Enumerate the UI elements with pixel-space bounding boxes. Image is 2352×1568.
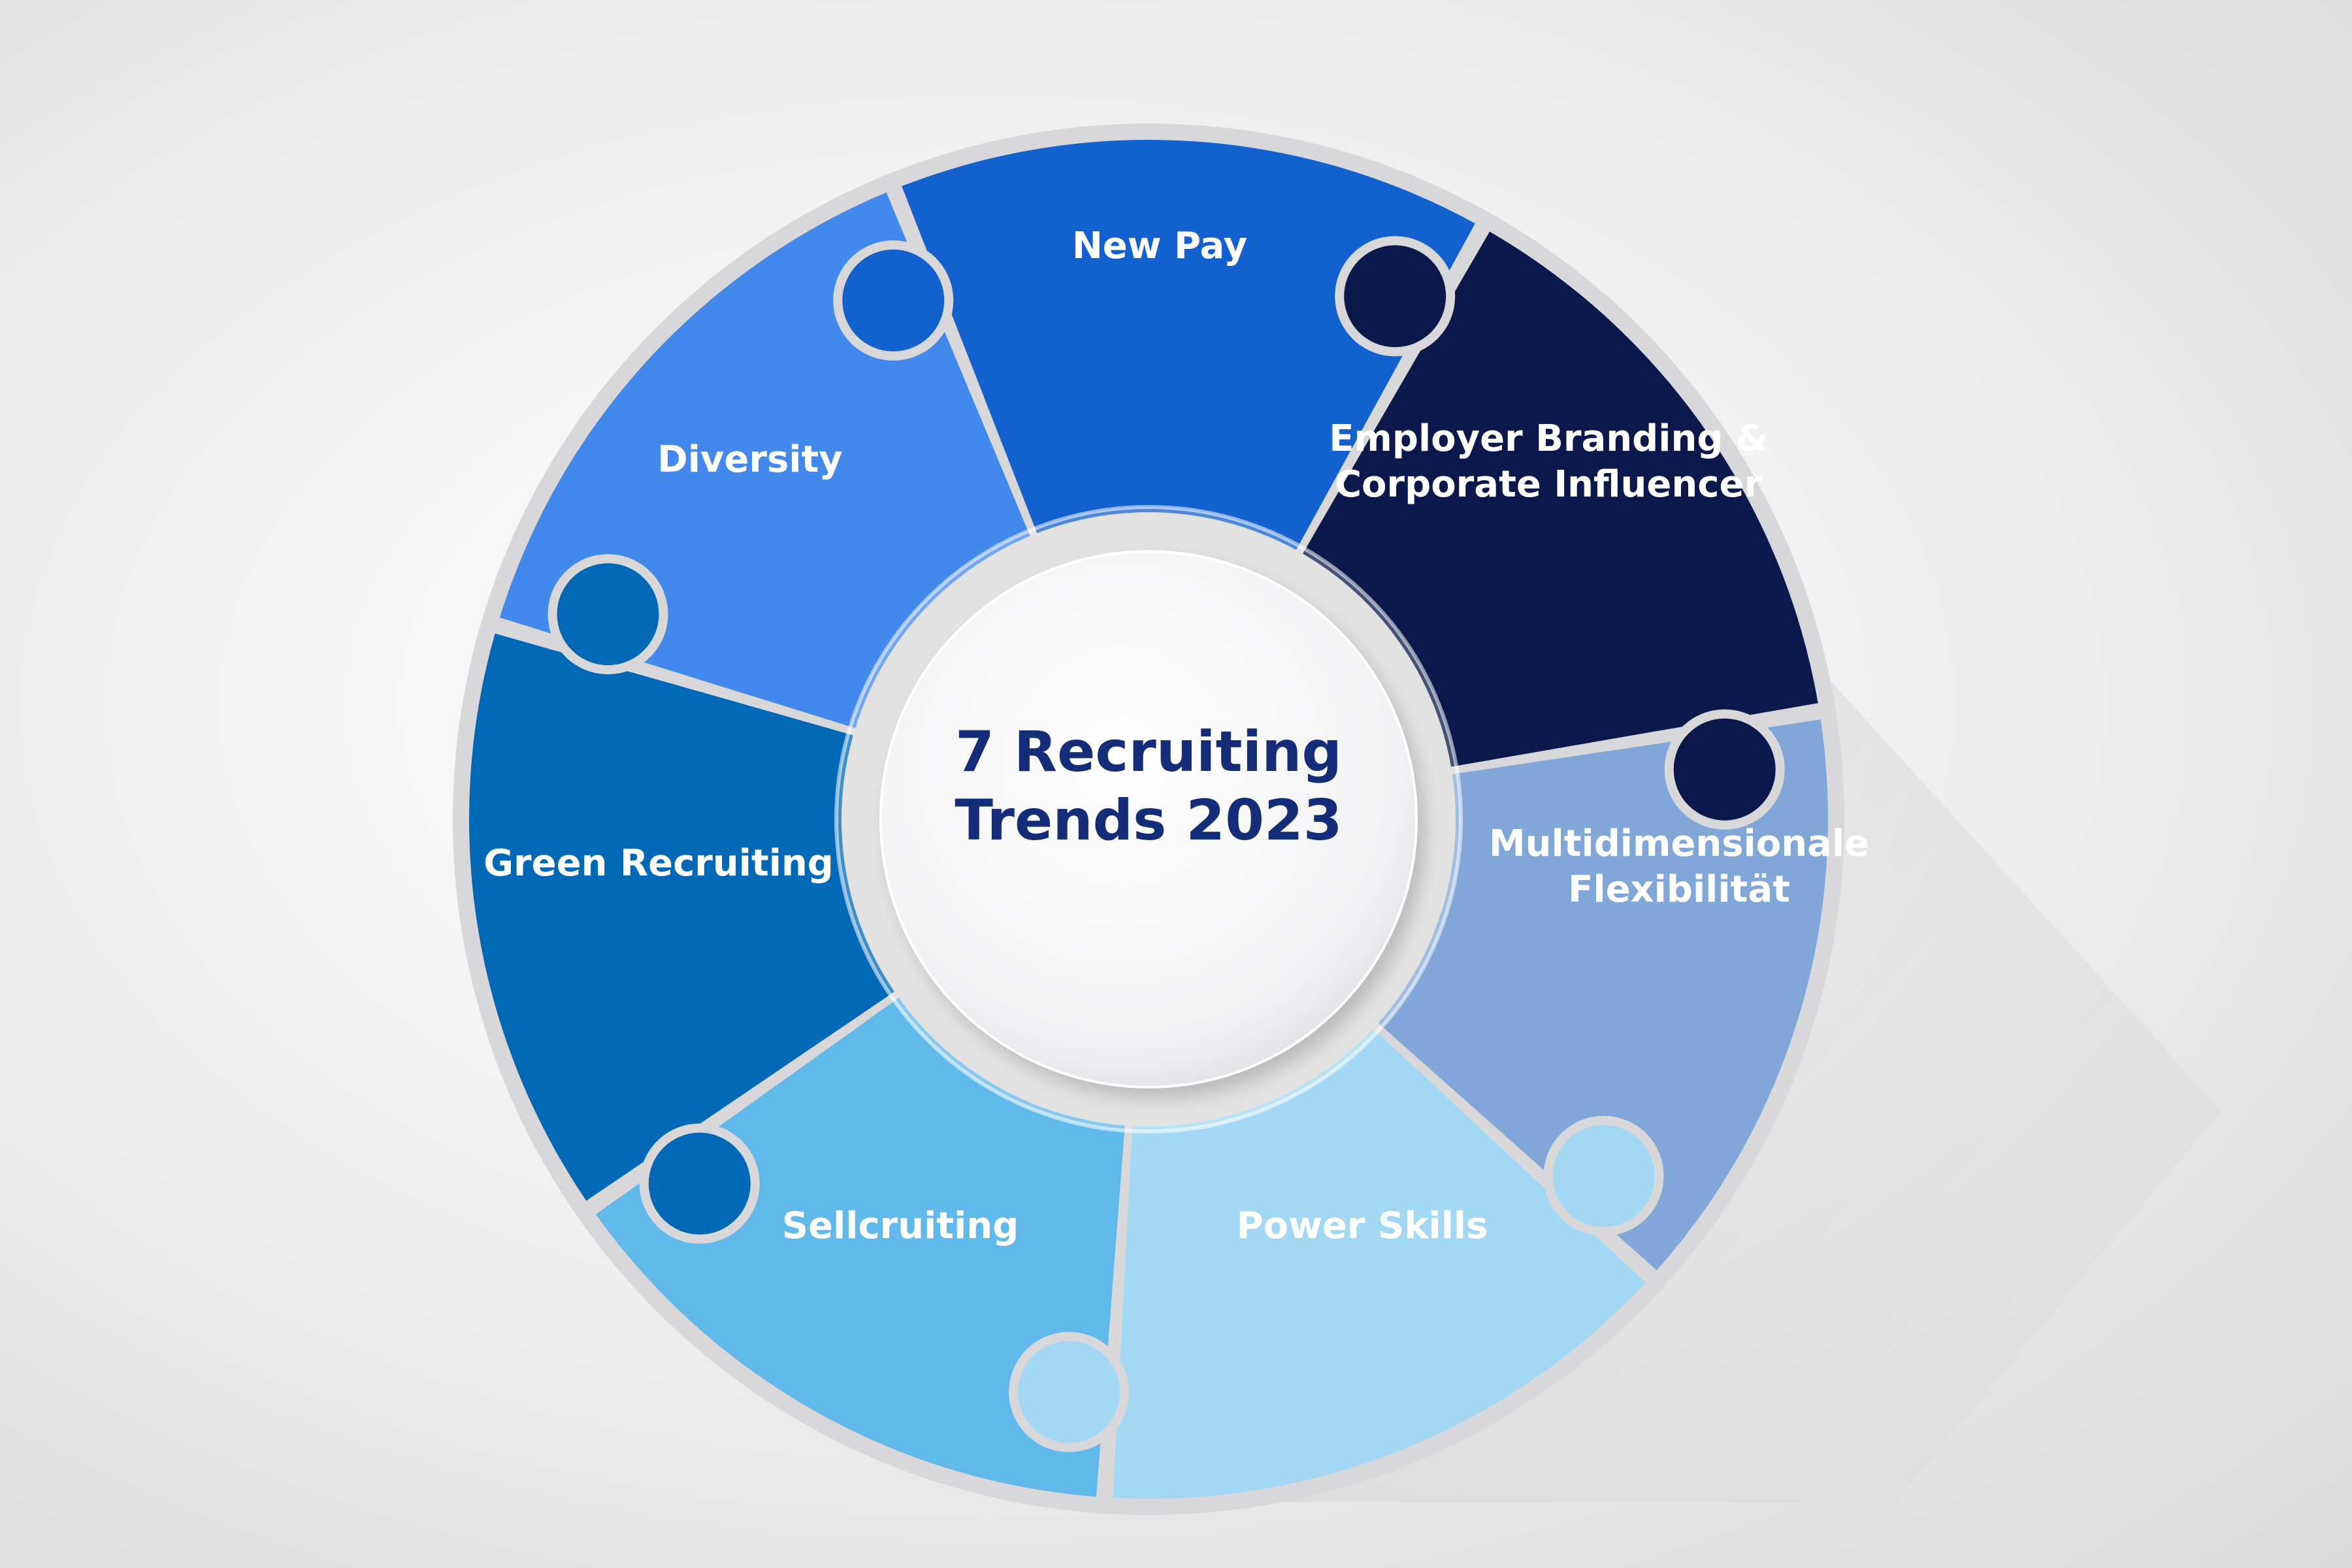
segment-label-multidimensionale-flexibilitaet-line-1: Multidimensionale [1489,823,1869,865]
puzzle-knob [648,1132,751,1235]
segment-label-new-pay-line-1: New Pay [1072,225,1247,267]
segment-new-pay [902,140,1475,550]
puzzle-knobs [547,236,1785,1452]
segment-label-multidimensionale-flexibilitaet-line-2: Flexibilität [1568,868,1790,911]
segment-green-recruiting [468,633,895,1201]
center-title-line-2: Trends 2023 [955,788,1342,853]
segment-label-power-skills-line-1: Power Skills [1237,1205,1488,1247]
segment-label-employer-branding-line-2: Corporate Influencer [1335,463,1763,506]
segment-label-employer-branding-line-1: Employer Branding & [1329,417,1767,460]
puzzle-knob [842,249,945,351]
puzzle-knob [1018,1341,1120,1443]
segment-label-diversity-line-1: Diversity [657,438,843,481]
segment-sellcruiting [595,998,1125,1497]
segment-employer-branding [1302,231,1818,767]
segment-label-green-recruiting-line-1: Green Recruiting [483,842,834,885]
puzzle-knob [1552,1124,1655,1227]
center-disk [879,550,1418,1088]
segment-multidimensionale-flexibilitaet [1378,719,1828,1271]
segment-label-sellcruiting-line-1: Sellcruiting [782,1205,1019,1247]
center-title-line-1: 7 Recruiting [955,719,1342,785]
puzzle-knob [557,563,659,666]
puzzle-knob [1344,245,1446,348]
puzzle-knob [1673,718,1776,821]
segment-power-skills [1113,1028,1646,1499]
